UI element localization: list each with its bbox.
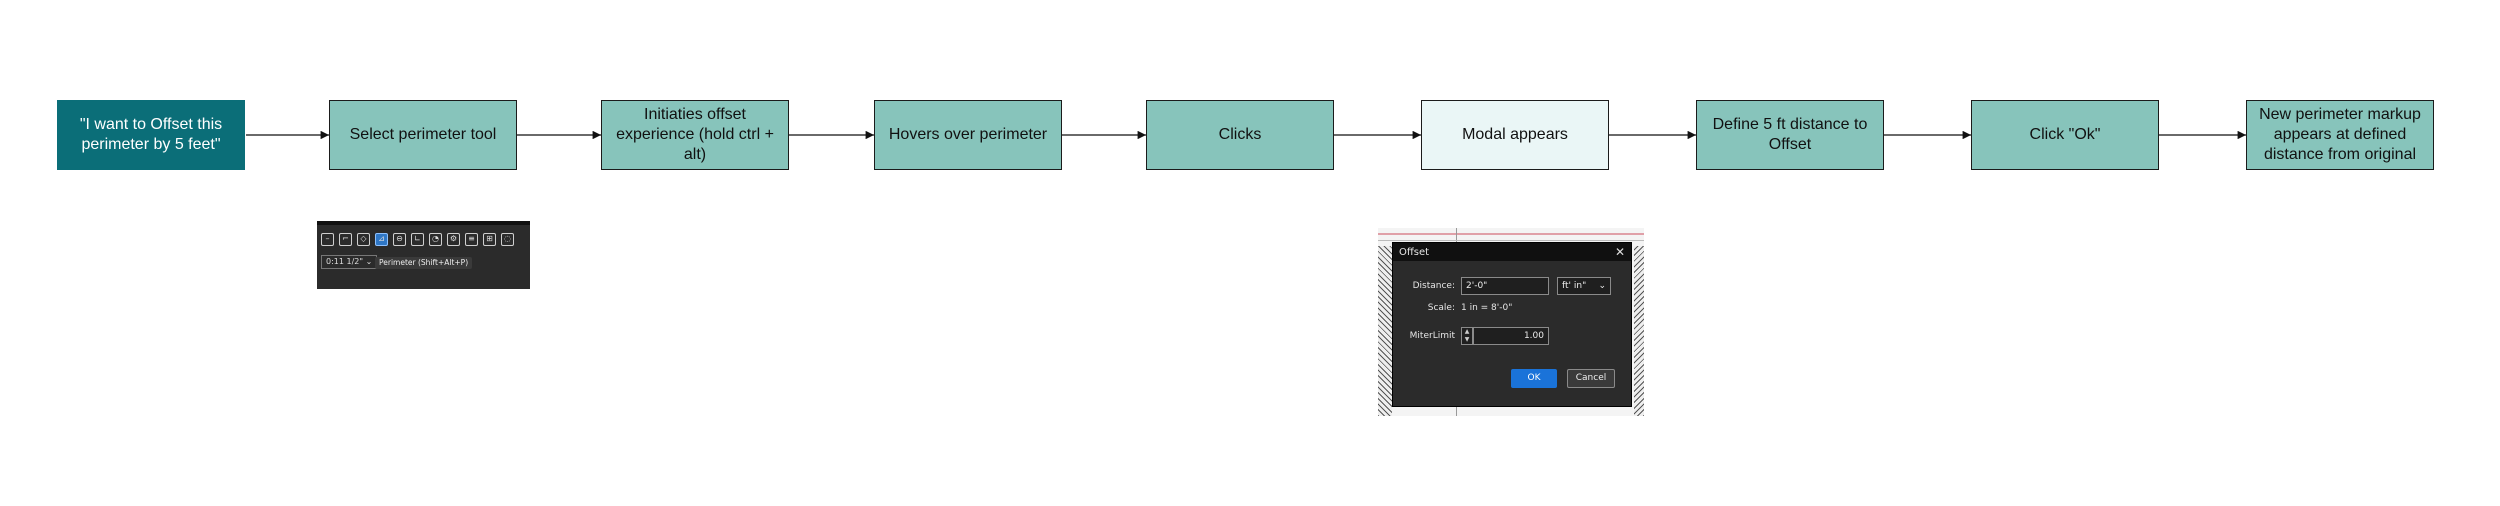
distance-row: Distance: 2'-0" ft' in" ⌄ — [1393, 277, 1611, 295]
offset-modal: Offset ✕ Distance: 2'-0" ft' in" ⌄ Scale… — [1392, 242, 1632, 407]
unit-select[interactable]: ft' in" ⌄ — [1557, 277, 1611, 295]
toolbar-icon-row: – ⌐ ◇ ⊿ ⊖ ∟ ◔ ⚙ ≡ ⊞ ◌ — [321, 233, 514, 246]
step-node-user-goal: "I want to Offset this perimeter by 5 fe… — [57, 100, 245, 170]
modal-title: Offset — [1399, 246, 1430, 258]
step-node-result: New perimeter markup appears at defined … — [2246, 100, 2434, 170]
area-tool-icon[interactable]: ⊖ — [393, 233, 406, 246]
step-node-select-tool: Select perimeter tool — [329, 100, 517, 170]
angle-tool-icon[interactable]: ∟ — [411, 233, 424, 246]
perimeter-tooltip: Perimeter (Shift+Alt+P) — [375, 257, 473, 269]
line-tool-icon[interactable]: – — [321, 233, 334, 246]
scale-dropdown-value: 0:11 1/2" — [326, 257, 364, 266]
step-node-modal-appears: Modal appears — [1421, 100, 1609, 170]
calibrate-tool-icon[interactable]: ⊞ — [483, 233, 496, 246]
toolbar-screenshot: – ⌐ ◇ ⊿ ⊖ ∟ ◔ ⚙ ≡ ⊞ ◌ 0:11 1/2" ⌄ Perime… — [317, 221, 530, 289]
step-node-click-ok: Click "Ok" — [1971, 100, 2159, 170]
polygon-tool-icon[interactable]: ◇ — [357, 233, 370, 246]
distance-label: Distance: — [1412, 281, 1455, 291]
miter-label: MiterLimit — [1409, 331, 1455, 341]
scale-dropdown[interactable]: 0:11 1/2" ⌄ — [321, 255, 378, 269]
miter-row: MiterLimit ▲▼ 1.00 — [1393, 327, 1549, 345]
miter-stepper[interactable]: ▲▼ — [1461, 327, 1473, 345]
volume-tool-icon[interactable]: ≡ — [465, 233, 478, 246]
perimeter-tool-icon[interactable]: ⊿ — [375, 233, 388, 246]
close-icon[interactable]: ✕ — [1614, 245, 1625, 259]
step-node-define-distance: Define 5 ft distance to Offset — [1696, 100, 1884, 170]
unit-select-value: ft' in" — [1562, 281, 1587, 291]
distance-input[interactable]: 2'-0" — [1461, 277, 1549, 295]
polyline-tool-icon[interactable]: ⌐ — [339, 233, 352, 246]
markup-redline — [1378, 233, 1644, 235]
settings-tool-icon[interactable]: ◌ — [501, 233, 514, 246]
cancel-button[interactable]: Cancel — [1567, 369, 1615, 388]
ok-button[interactable]: OK — [1511, 369, 1557, 388]
scale-value: 1 in = 8'-0" — [1461, 303, 1513, 313]
drawing-hatch — [1378, 246, 1392, 416]
chevron-down-icon: ⌄ — [1598, 281, 1606, 291]
arc-tool-icon[interactable]: ◔ — [429, 233, 442, 246]
modal-titlebar: Offset ✕ — [1393, 243, 1631, 261]
grid-line — [1378, 240, 1644, 241]
miter-input[interactable]: 1.00 — [1473, 327, 1549, 345]
scale-label: Scale: — [1427, 303, 1455, 313]
count-tool-icon[interactable]: ⚙ — [447, 233, 460, 246]
step-node-hover: Hovers over perimeter — [874, 100, 1062, 170]
scale-row: Scale: 1 in = 8'-0" — [1393, 303, 1513, 313]
drawing-hatch — [1634, 246, 1644, 416]
step-node-initiate-offset: Initiaties offset experience (hold ctrl … — [601, 100, 789, 170]
step-node-clicks: Clicks — [1146, 100, 1334, 170]
chevron-down-icon: ⌄ — [365, 257, 373, 266]
